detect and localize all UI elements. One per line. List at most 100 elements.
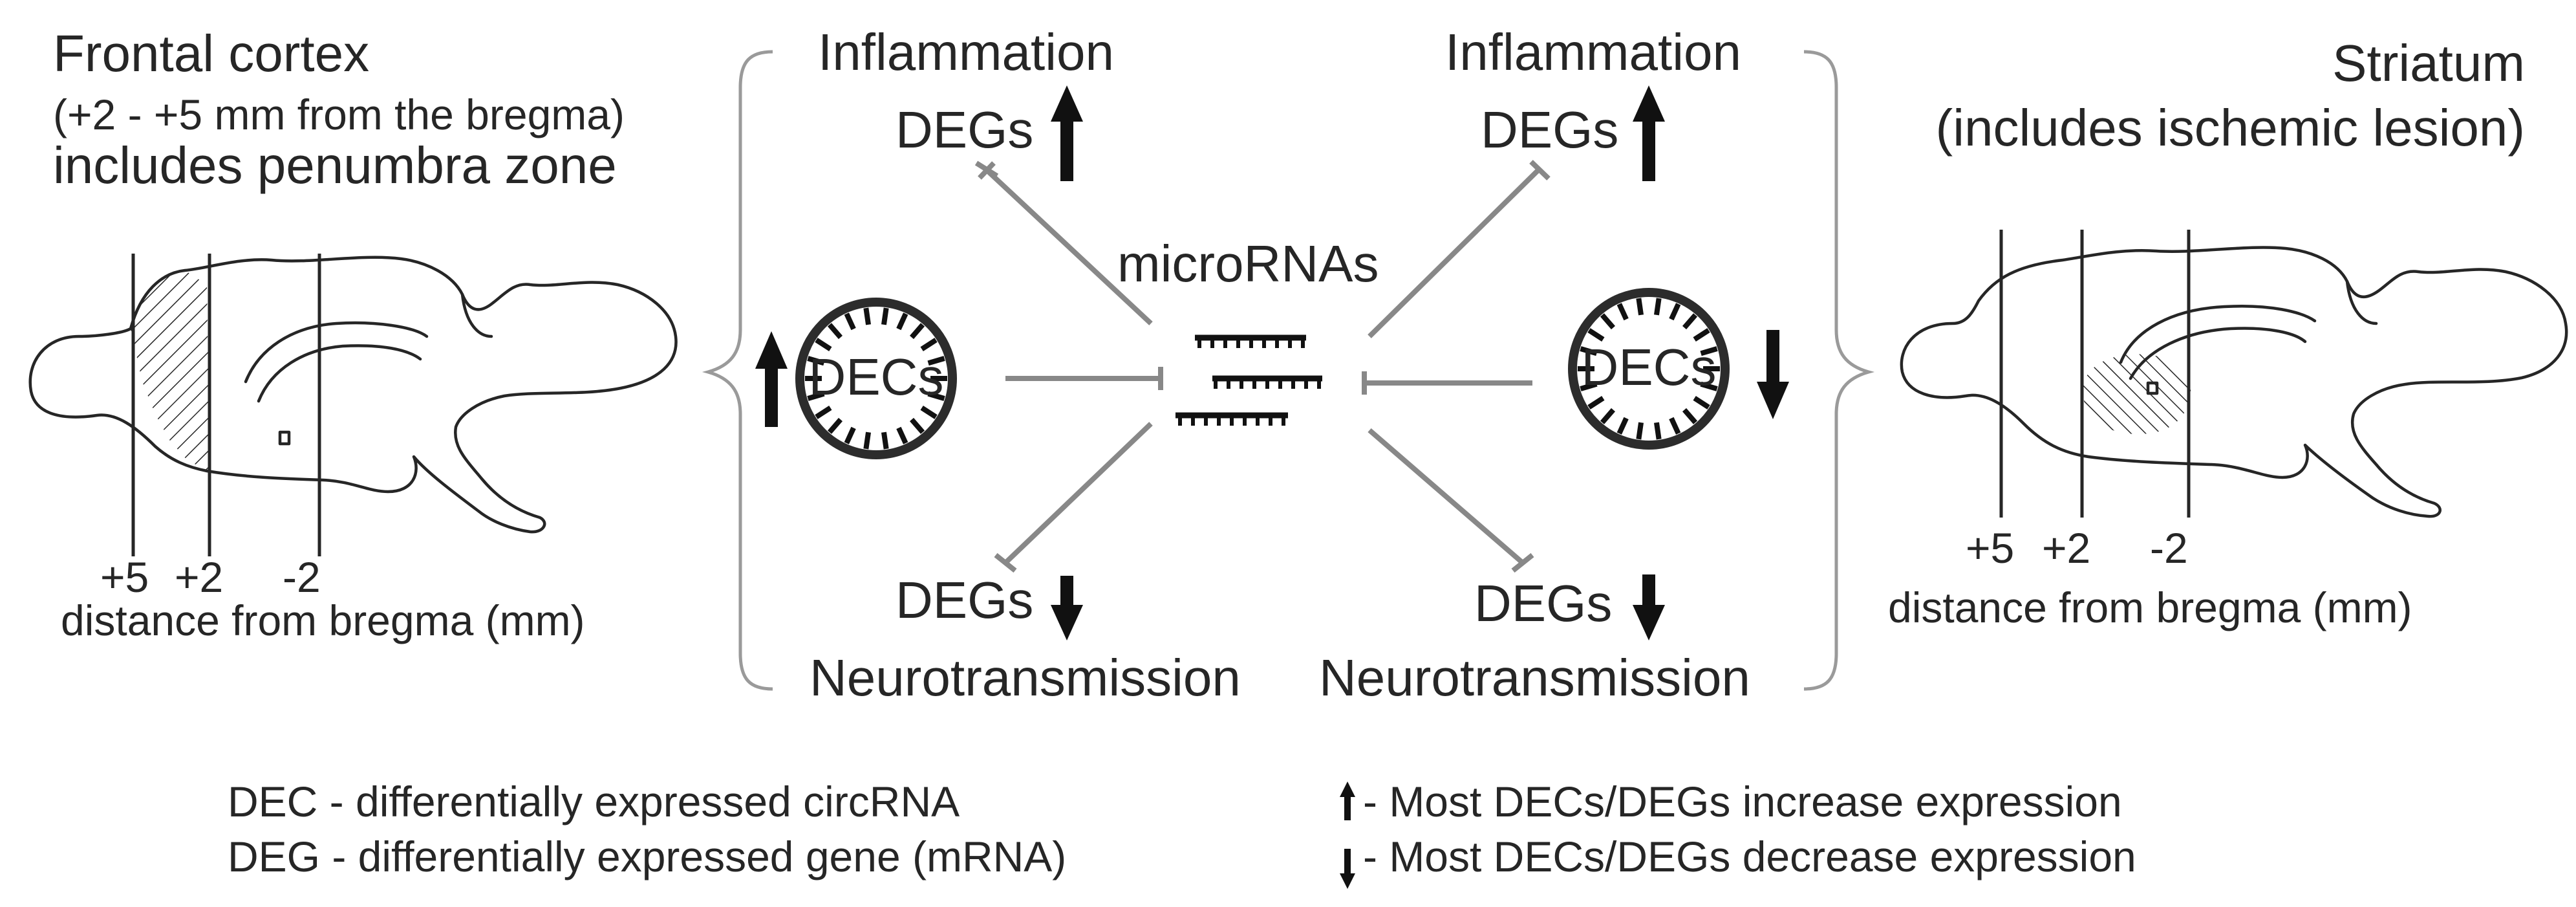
microrna-glyph [1175,334,1322,426]
dec-circle-tick [1669,417,1681,435]
left-decs-circle: DECs [795,298,957,459]
dec-circle-tick [1616,303,1629,321]
left-decs-label: DECs [809,348,944,406]
right-bregma-lines [1999,230,2191,518]
right-inhibition-lines [1362,160,1551,573]
legend: DEC - differentially expressed circRNA D… [228,778,2136,889]
left-brain-inner-2 [257,344,422,403]
dec-circle-tick [815,406,832,419]
dec-circle-tick [896,312,908,331]
dec-circle-tick [1587,396,1605,410]
dec-circle-tick [927,391,945,401]
right-decs-circle: DECs [1568,288,1730,450]
dec-circle-tick [827,417,843,434]
left-bottom-degs: DEGs [896,571,1033,629]
left-top-process: Inflammation [818,23,1114,81]
right-region-subtitle: (includes ischemic lesion) [1936,99,2525,157]
dec-circle-tick [1587,328,1605,342]
left-brain-ventricle [278,430,291,446]
right-bottom-process: Neurotransmission [1319,649,1750,706]
right-ischemic-lesion [2083,354,2191,435]
down-arrow-icon [1757,330,1789,419]
left-tick-minus2: -2 [283,553,321,601]
dec-circle-tick [896,426,908,444]
inhibition-bar-icon [994,552,1017,573]
right-tick-plus5: +5 [1966,524,2014,572]
right-curly-brace [1803,50,1875,691]
left-region-subtitle: (+2 - +5 mm from the bregma) [53,91,625,138]
dec-circle-tick [844,426,856,444]
dec-circle-tick [1636,298,1644,316]
dec-circle-tick [863,307,872,325]
right-brain-drawing [1900,246,2568,518]
dec-circle-tick [909,323,925,340]
dec-circle-tick [844,312,856,331]
dec-circle-tick [881,307,889,325]
dec-circle-tick [807,391,825,401]
legend-down-text: - Most DECs/DEGs decrease expression [1363,833,2136,880]
left-penumbra-zone [131,270,209,471]
dec-circle-tick [1700,381,1718,391]
left-bottom-process: Neurotransmission [810,649,1241,706]
dec-circle-tick [1600,313,1616,330]
left-brain-drawing [28,256,678,534]
down-arrow-icon [1051,576,1083,640]
dec-circle-tick [1682,313,1698,330]
right-tick-plus2: +2 [2042,524,2090,572]
right-tick-minus2: -2 [2150,524,2188,572]
left-region-title: Frontal cortex [53,25,369,82]
right-top-process: Inflammation [1445,23,1741,81]
microrna-label: microRNAs [1117,235,1379,292]
dec-circle-tick [881,432,889,450]
left-brain-outline [28,256,678,534]
right-bottom-degs: DEGs [1474,574,1612,632]
dec-circle-tick [909,417,925,434]
right-brain-ventricle [2146,381,2159,395]
inhibition-bar-icon [974,160,999,179]
dec-circle-tick [1693,328,1710,342]
up-arrow-icon [1051,85,1083,181]
up-arrow-icon [1340,781,1355,820]
legend-deg-definition: DEG - differentially expressed gene (mRN… [228,833,1066,880]
right-top-degs: DEGs [1481,101,1618,158]
left-tick-plus5: +5 [100,553,149,601]
left-top-degs: DEGs [896,101,1033,158]
left-bregma-lines [131,254,321,556]
dec-circle-tick [807,356,825,366]
left-region: Frontal cortex (+2 - +5 mm from the breg… [28,25,678,644]
left-curly-brace [702,50,773,691]
dec-circle-tick [920,338,938,351]
left-inhibition-lines [978,161,1163,565]
right-brain-inner-2 [2129,327,2307,380]
dec-circle-tick [863,432,872,450]
dec-circle-tick [1653,422,1662,440]
center-network: Inflammation DEGs DEGs Neurotransmission… [755,23,1789,706]
dec-circle-tick [1700,346,1718,356]
dec-circle-tick [1580,381,1598,391]
dec-circle-tick [827,323,843,340]
dec-circle-tick [1600,408,1616,424]
dec-circle-tick [1580,346,1598,356]
left-tick-plus2: +2 [175,553,223,601]
dec-circle-tick [1693,396,1710,410]
right-brain-inner-1 [2119,304,2317,364]
right-region: Striatum (includes ischemic lesion) +5 +… [1888,34,2568,631]
legend-dec-definition: DEC - differentially expressed circRNA [228,778,960,825]
dec-circle-tick [1682,408,1698,424]
down-arrow-icon [1633,574,1665,640]
up-arrow-icon [755,331,788,427]
dec-circle-tick [920,406,938,419]
left-axis-label: distance from bregma (mm) [61,596,585,644]
right-brain-inner-3 [2345,279,2378,325]
up-arrow-icon [1633,85,1665,181]
dec-circle-tick [1616,417,1629,435]
dec-circle-tick [815,338,832,351]
dec-circle-tick [1653,298,1662,316]
right-brain-outline [1900,246,2568,518]
left-brain-inner-1 [244,321,429,384]
right-region-title: Striatum [2332,34,2525,92]
legend-up-text: - Most DECs/DEGs increase expression [1363,778,2122,825]
dec-circle-tick [1636,422,1644,440]
down-arrow-icon [1340,849,1355,889]
